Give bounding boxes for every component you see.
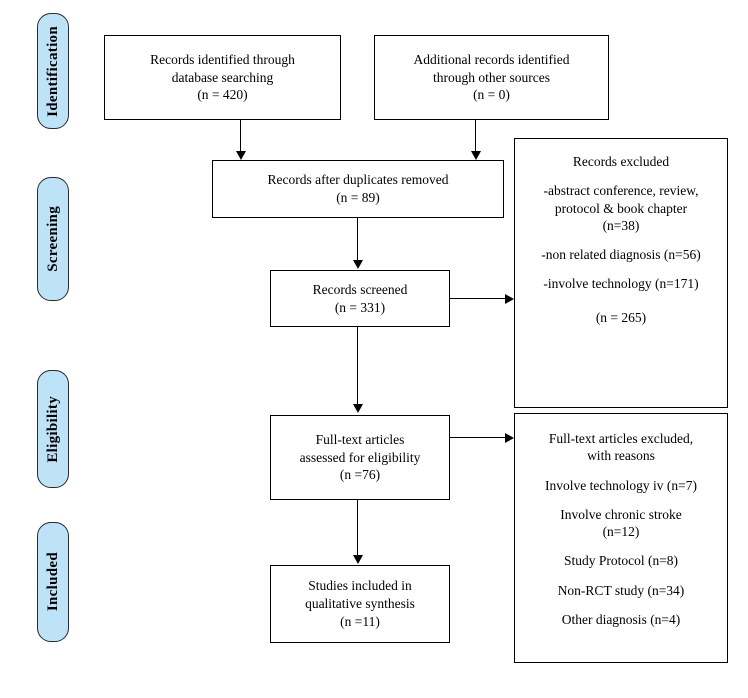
connector-fulltext-to-excluded xyxy=(450,437,506,438)
box-duplicates-removed: Records after duplicates removed (n = 89… xyxy=(212,160,504,218)
records-excluded-heading-line-1: Records excluded xyxy=(572,154,670,169)
fulltext-excluded-reason-5-line-1: Other diagnosis (n=4) xyxy=(561,611,681,627)
box-records-identified: Records identified through database sear… xyxy=(104,35,341,120)
box-fulltext-assessed-line-2: assessed for eligibility xyxy=(299,449,421,465)
box-fulltext-excluded: Full-text articles excluded, with reason… xyxy=(514,413,728,663)
fulltext-excluded-reason-5: Other diagnosis (n=4) xyxy=(521,611,721,628)
box-fulltext-assessed: Full-text articles assessed for eligibil… xyxy=(270,415,450,500)
fulltext-excluded-reason-2: Involve chronic stroke (n=12) xyxy=(521,506,721,541)
stage-label-screening-text: Screening xyxy=(44,206,61,272)
box-records-screened-line-2: (n = 331) xyxy=(334,299,386,315)
fulltext-excluded-heading-line-2: with reasons xyxy=(587,448,655,464)
fulltext-excluded-reason-1: Involve technology iv (n=7) xyxy=(521,477,721,494)
fulltext-excluded-reason-3: Study Protocol (n=8) xyxy=(521,552,721,569)
stage-label-identification-text: Identification xyxy=(44,25,61,117)
box-fulltext-assessed-line-1: Full-text articles xyxy=(315,431,405,447)
box-additional-records: Additional records identified through ot… xyxy=(374,35,609,120)
arrowhead-fulltext-to-included xyxy=(352,555,363,564)
box-records-screened: Records screened (n = 331) xyxy=(270,270,450,327)
connector-duplicates-to-screened xyxy=(357,218,358,261)
records-excluded-reason-1-line-1: -abstract conference, review, xyxy=(543,183,699,199)
arrowhead-screened-to-fulltext xyxy=(352,404,363,413)
records-excluded-reason-3-line-1: -involve technology (n=171) xyxy=(543,276,699,292)
fulltext-excluded-reason-4: Non-RCT study (n=34) xyxy=(521,582,721,599)
arrowhead-fulltext-to-excluded xyxy=(505,432,514,443)
box-duplicates-removed-line-1: Records after duplicates removed xyxy=(267,172,449,188)
records-excluded-reason-3: -involve technology (n=171) xyxy=(521,275,721,292)
box-records-excluded: Records excluded -abstract conference, r… xyxy=(514,138,728,408)
box-studies-included-line-1: Studies included in xyxy=(308,578,412,594)
box-additional-records-line-1: Additional records identified xyxy=(413,51,570,67)
fulltext-excluded-reason-2-line-2: (n=12) xyxy=(602,524,640,540)
connector-screened-to-excluded xyxy=(450,298,506,299)
connector-additional-down xyxy=(475,120,476,152)
box-records-identified-line-1: Records identified through xyxy=(150,51,295,67)
fulltext-excluded-reason-2-line-1: Involve chronic stroke xyxy=(560,506,682,522)
box-records-screened-line-1: Records screened xyxy=(312,281,408,297)
arrowhead-identified-to-duplicates xyxy=(235,151,246,160)
records-excluded-total-line-1: (n = 265) xyxy=(595,309,647,325)
stage-label-included-text: Included xyxy=(44,552,61,612)
records-excluded-reason-2-line-1: -non related diagnosis (n=56) xyxy=(541,247,701,263)
stage-label-screening: Screening xyxy=(37,177,69,301)
records-excluded-total: (n = 265) xyxy=(521,309,721,326)
records-excluded-reason-1: -abstract conference, review, protocol &… xyxy=(521,182,721,234)
box-studies-included: Studies included in qualitative synthesi… xyxy=(270,565,450,643)
records-excluded-heading: Records excluded xyxy=(521,153,721,170)
connector-fulltext-to-included xyxy=(357,500,358,556)
fulltext-excluded-heading: Full-text articles excluded, with reason… xyxy=(521,430,721,465)
records-excluded-reason-1-line-3: (n=38) xyxy=(602,217,640,233)
records-excluded-reason-2: -non related diagnosis (n=56) xyxy=(521,246,721,263)
arrowhead-screened-to-excluded xyxy=(505,293,514,304)
stage-label-eligibility: Eligibility xyxy=(37,370,69,488)
fulltext-excluded-reason-3-line-1: Study Protocol (n=8) xyxy=(563,553,679,569)
fulltext-excluded-heading-line-1: Full-text articles excluded, xyxy=(548,431,694,446)
box-studies-included-line-2: qualitative synthesis xyxy=(305,596,415,612)
box-records-identified-line-3: (n = 420) xyxy=(197,87,248,103)
box-records-identified-line-2: database searching xyxy=(171,69,274,85)
connector-identified-to-duplicates xyxy=(240,120,241,152)
records-excluded-reason-1-line-2: protocol & book chapter xyxy=(554,200,688,216)
arrowhead-duplicates-to-screened xyxy=(352,260,363,269)
box-duplicates-removed-line-2: (n = 89) xyxy=(336,190,380,205)
stage-label-included: Included xyxy=(37,522,69,642)
box-studies-included-line-3: (n =11) xyxy=(340,613,380,629)
arrowhead-additional-to-duplicates xyxy=(470,151,481,160)
connector-screened-to-fulltext xyxy=(357,327,358,405)
box-fulltext-assessed-line-3: (n =76) xyxy=(339,467,381,483)
fulltext-excluded-reason-1-line-1: Involve technology iv (n=7) xyxy=(545,477,697,493)
fulltext-excluded-reason-4-line-1: Non-RCT study (n=34) xyxy=(557,582,685,598)
stage-label-identification: Identification xyxy=(37,13,69,129)
box-additional-records-line-3: (n = 0) xyxy=(473,87,510,103)
box-additional-records-line-2: through other sources xyxy=(433,69,550,85)
stage-label-eligibility-text: Eligibility xyxy=(44,395,61,463)
